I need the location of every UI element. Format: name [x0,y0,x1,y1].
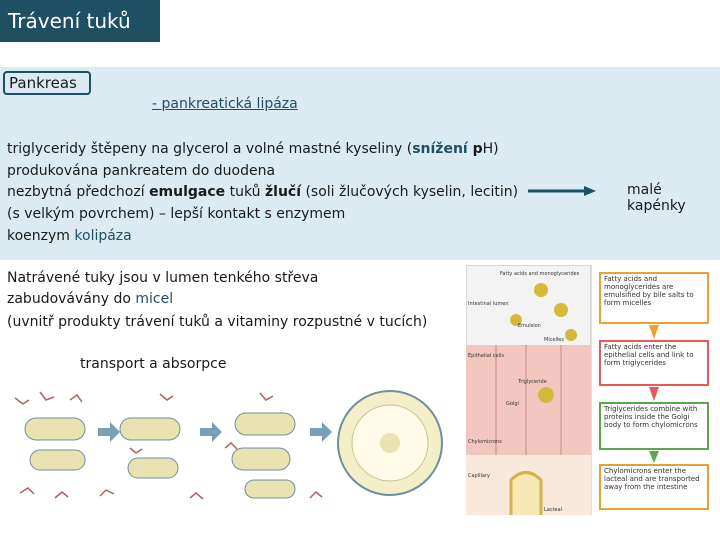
line1-part-c: p [467,141,483,157]
diag-step-3: Triglycerides combine with proteins insi… [604,405,698,429]
line1-part-d: H) [482,141,499,157]
diag-emulsion-label: Emulsion [518,323,541,329]
diag-golgi-label: Golgi [506,401,519,407]
micelle-formation-illustration [14,390,443,500]
line1-highlight: snížení [412,141,468,157]
absorption-diagram: Fatty acids and monoglycerides Intestina… [466,265,709,515]
text-line-4: (s velkým povrchem) – lepší kontakt s en… [7,206,346,222]
diag-step-1: Fatty acids and monoglycerides are emuls… [604,275,694,307]
lower-micel: micel [135,291,174,307]
pankreas-label: Pankreas [3,71,91,95]
diag-intestinal-label: Intestinal lumen [468,301,509,307]
lower-line-2: zabudovávány do micel [7,291,173,307]
diag-lacteal-label: Lacteal [544,507,562,513]
line3-emulgace: emulgace [149,184,226,200]
text-line-1: triglyceridy štěpeny na glycerol a volné… [7,138,499,160]
pancreas-section-background [0,67,720,260]
lower-line-3: (uvnitř produkty trávení tuků a vitaminy… [7,314,428,330]
lipase-heading: - pankreatická lipáza [152,96,298,112]
arrows [98,422,332,442]
line5-part-a: koenzym [7,228,75,244]
line3-part-c: tuků [225,184,265,200]
lower-line2-part-a: zabudovávány do [7,291,136,307]
text-line-2: produkována pankreatem do duodena [7,163,276,179]
arrow-icon [528,186,596,196]
lower-line-1: Natrávené tuky jsou v lumen tenkého stře… [7,270,319,286]
diag-trig-label: Triglyceride [517,379,547,385]
line1-part-a: triglyceridy štěpeny na glycerol a volné… [7,141,413,157]
diag-capillary-label: Capillary [468,473,490,479]
text-line-5: koenzym kolipáza [7,225,132,247]
small-droplets-note: malé kapénky [627,182,686,214]
text-line-3: nezbytná předchozí emulgace tuků žlučí (… [7,181,518,203]
emulsion-droplets [24,412,296,499]
transport-label: transport a absorpce [80,356,227,372]
diag-step-4: Chylomicrons enter the lacteal and are t… [604,467,700,491]
diag-step-2: Fatty acids enter the epithelial cells a… [604,343,694,367]
line3-part-a: nezbytná předchozí [7,184,150,200]
line3-part-e: (soli žlučových kyselin, lecitin) [301,184,519,200]
slide-title: Trávení tuků [0,0,160,42]
line3-zluci: žlučí [265,184,302,200]
diag-micelles-label: Micelles [544,337,564,343]
diag-chylo-label: Chylomicrons [468,439,502,445]
scattered-molecules [14,391,323,500]
diag-epi-label: Epithelial cells [468,353,504,359]
line5-kolipaza: kolipáza [74,228,132,244]
micelle-icon [337,390,443,496]
diag-lumen-label: Fatty acids and monoglycerides [500,271,580,277]
